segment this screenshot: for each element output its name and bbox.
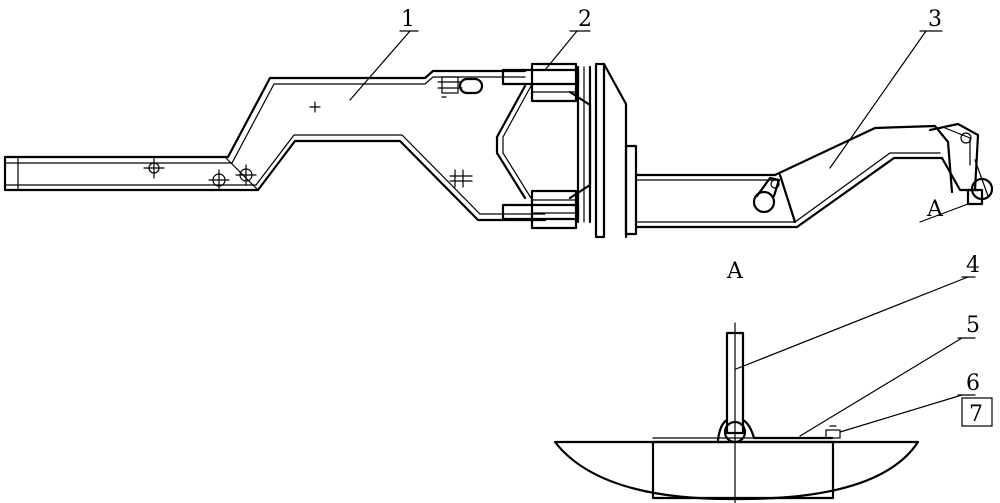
label-part-2: 2 xyxy=(578,7,592,32)
part-labels: 1 2 3 4 5 6 7 A A xyxy=(401,7,983,427)
section-view-a xyxy=(553,322,920,503)
leader-lines xyxy=(349,30,993,437)
label-part-3: 3 xyxy=(928,7,942,32)
label-part-6: 6 xyxy=(966,371,980,396)
part-1-holes xyxy=(143,76,484,191)
section-marker-a: A xyxy=(926,197,944,222)
part-1-arm xyxy=(3,69,547,222)
label-part-4: 4 xyxy=(966,253,980,278)
label-part-1: 1 xyxy=(401,7,415,32)
section-view-title: A xyxy=(726,259,744,284)
label-part-7: 7 xyxy=(969,402,983,427)
part-3-arm xyxy=(634,122,994,229)
label-part-5: 5 xyxy=(966,313,980,338)
part-2-hinge xyxy=(495,62,638,239)
